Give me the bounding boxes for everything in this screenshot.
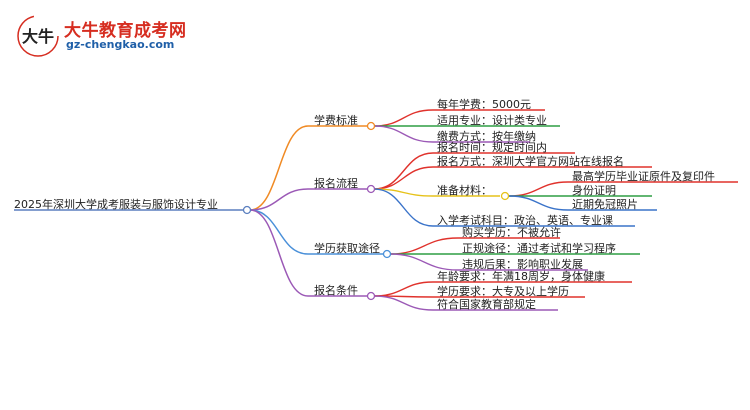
leaf-id-proof[interactable]: 身份证明 [572, 184, 616, 197]
leaf-edge-3-0 [373, 281, 434, 297]
logo-mark-icon: 大牛 [17, 15, 59, 57]
leaf-ministry-rules[interactable]: 符合国家教育部规定 [437, 298, 536, 311]
branch-edge-3 [249, 209, 309, 297]
leaf-proper-path[interactable]: 正规途径：通过考试和学习程序 [462, 242, 616, 255]
leaf-exam-subjects[interactable]: 入学考试科目：政治、英语、专业课 [437, 214, 613, 227]
leaf-edge-0-0 [373, 109, 434, 127]
branch-edge-1 [249, 188, 309, 211]
leaf-edge-1-0 [373, 152, 434, 190]
branch-node-0 [366, 121, 376, 131]
leaf-photo[interactable]: 近期免冠照片 [572, 198, 638, 211]
branch-node-1 [366, 184, 376, 194]
mindmap-nodes [242, 121, 510, 301]
leaf-registration-method[interactable]: 报名方式：深圳大学官方网站在线报名 [437, 155, 624, 168]
logo-title: 大牛教育成考网 [64, 21, 187, 41]
leaf-edge-0-2 [373, 125, 434, 143]
sub-edge-0 [508, 181, 569, 197]
logo-mark-text: 大牛 [22, 27, 54, 46]
leaf-violation-consequence[interactable]: 违规后果：影响职业发展 [462, 258, 583, 271]
branch-label-degree-path[interactable]: 学历获取途径 [314, 242, 380, 255]
branch-node-3 [366, 291, 376, 301]
branch-node-2 [382, 249, 392, 259]
leaf-edge-1-3 [373, 188, 434, 227]
leaf-edge-1-1 [373, 166, 434, 190]
leaf-edge-3-2 [373, 295, 434, 311]
root-label[interactable]: 2025年深圳大学成考服装与服饰设计专业 [14, 198, 218, 211]
leaf-age-requirement[interactable]: 年龄要求：年满18周岁，身体健康 [437, 270, 605, 283]
site-logo[interactable]: 大牛 大牛教育成考网 gz-chengkao.com [16, 14, 186, 58]
mindmap-edges [14, 109, 738, 311]
materials-node [500, 191, 510, 201]
leaf-education-requirement[interactable]: 学历要求：大专及以上学历 [437, 285, 569, 298]
branch-label-conditions[interactable]: 报名条件 [314, 284, 358, 297]
leaf-diploma[interactable]: 最高学历毕业证原件及复印件 [572, 170, 715, 183]
leaf-materials[interactable]: 准备材料： [437, 184, 492, 197]
sub-edge-2 [508, 195, 569, 211]
branch-edge-0 [249, 125, 309, 211]
leaf-registration-time[interactable]: 报名时间：规定时间内 [437, 141, 547, 154]
branch-label-fees[interactable]: 学费标准 [314, 114, 358, 127]
leaf-applicable-major[interactable]: 适用专业：设计类专业 [437, 114, 547, 127]
leaf-edge-2-2 [389, 253, 459, 271]
branch-edge-2 [249, 209, 309, 255]
leaf-edge-2-0 [389, 237, 459, 255]
logo-url: gz-chengkao.com [66, 38, 175, 51]
leaf-payment-method[interactable]: 缴费方式：按年缴纳 [437, 130, 536, 143]
branch-label-process[interactable]: 报名流程 [314, 177, 358, 190]
leaf-buy-degree[interactable]: 购买学历：不被允许 [462, 226, 561, 239]
root-node [242, 205, 252, 215]
leaf-annual-fee[interactable]: 每年学费：5000元 [437, 98, 531, 111]
